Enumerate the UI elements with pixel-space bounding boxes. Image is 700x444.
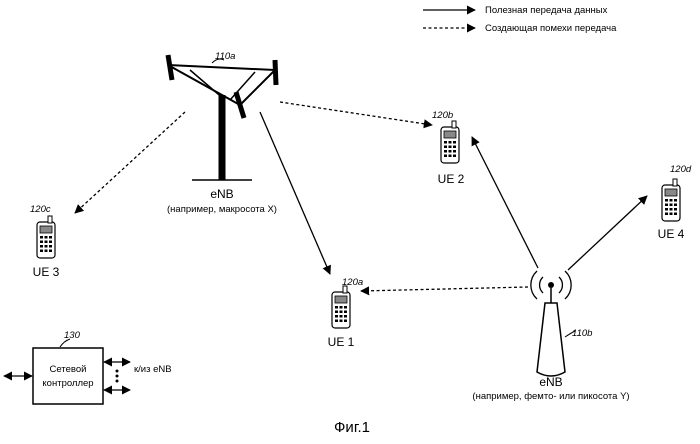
- ue-1: 120a UE 1: [328, 277, 363, 349]
- ue-1-ref: 120a: [342, 277, 363, 288]
- ellipsis-dot: [116, 370, 119, 373]
- small-to-ue4-useful-arrow: [568, 196, 647, 270]
- ue-3-ref: 120c: [30, 204, 51, 215]
- ue-4: 120d UE 4: [658, 164, 692, 241]
- ue-2: 120b UE 2: [432, 110, 465, 186]
- macro-to-ue3-interfering-arrow: [75, 112, 185, 213]
- ellipsis-dot: [116, 375, 119, 378]
- macro-enb-tower-icon: [168, 55, 276, 180]
- ue-3-label: UE 3: [33, 265, 60, 279]
- ue-2-ref: 120b: [432, 110, 453, 121]
- ue-3: 120c UE 3: [30, 204, 60, 279]
- controller-box: [33, 348, 103, 404]
- network-controller: Сетевой контроллер 130 к/из eNB: [4, 330, 172, 404]
- ue-1-phone-icon: [332, 286, 350, 328]
- ue-4-ref: 120d: [670, 164, 692, 175]
- macro-to-ue1-useful-arrow: [260, 112, 330, 274]
- macro-enb-ref: 110a: [215, 51, 235, 62]
- small-enb-ref: 110b: [572, 328, 592, 339]
- small-enb-subtitle: (например, фемто- или пикосота Y): [472, 391, 629, 402]
- ue-4-phone-icon: [662, 179, 680, 221]
- small-enb-name: eNB: [539, 375, 562, 389]
- controller-line1: Сетевой: [50, 364, 87, 375]
- ue-3-phone-icon: [37, 216, 55, 258]
- controller-line2: контроллер: [42, 378, 93, 389]
- small-to-ue1-interfering-arrow: [361, 287, 528, 291]
- ue-2-label: UE 2: [438, 172, 465, 186]
- macro-enb-name: eNB: [210, 187, 233, 201]
- ue-1-label: UE 1: [328, 335, 355, 349]
- ue-2-phone-icon: [441, 121, 459, 163]
- legend-interfering-label: Создающая помехи передача: [485, 23, 617, 34]
- legend-useful-label: Полезная передача данных: [485, 5, 608, 16]
- controller-ref: 130: [64, 330, 81, 341]
- small-enb-icon: [531, 271, 571, 376]
- figure-label: Фиг.1: [334, 419, 370, 436]
- legend: Полезная передача данных Создающая помех…: [423, 5, 617, 34]
- small-to-ue2-useful-arrow: [472, 137, 538, 268]
- ellipsis-dot: [116, 380, 119, 383]
- ue-4-label: UE 4: [658, 227, 685, 241]
- macro-to-ue2-interfering-arrow: [280, 102, 432, 125]
- macro-enb-subtitle: (например, макросота X): [167, 204, 277, 215]
- controller-link-label: к/из eNB: [134, 364, 172, 375]
